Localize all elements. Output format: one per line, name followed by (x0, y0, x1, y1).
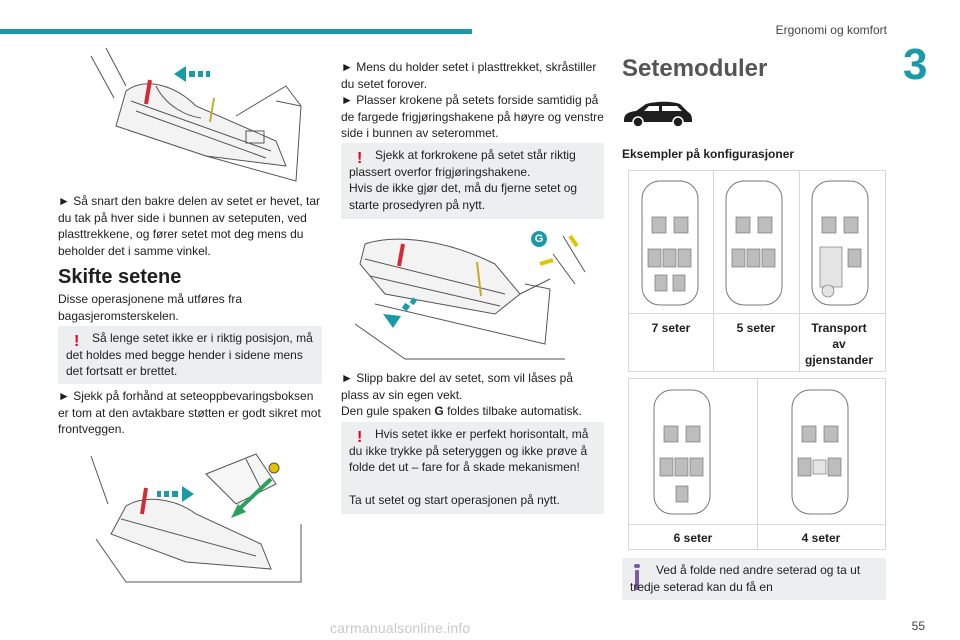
warning-box-3: ! Hvis setet ikke er perfekt horisontalt… (341, 422, 604, 514)
config-table-row2 (628, 378, 886, 550)
watermark: carmanualsonline.info (330, 620, 471, 636)
heading-skifte-setene: Skifte setene (58, 266, 182, 288)
warning-icon: ! (357, 429, 363, 446)
warning-text-1: Hvis setet ikke er perfekt horisontalt, … (349, 427, 589, 474)
config-cell (757, 379, 758, 549)
para4-pre: Den gule spaken (341, 404, 435, 418)
page-number: 55 (911, 619, 925, 633)
config-divider (629, 524, 885, 525)
warning-text: Så lenge setet ikke er i riktig posisjon… (66, 331, 313, 378)
config-label-6: 6 seter (673, 531, 713, 545)
layout-7-seats-diagram (638, 177, 702, 309)
para4-bold: G (434, 404, 444, 418)
warning-text-2: Ta ut setet og start operasjonen på nytt… (349, 493, 560, 507)
warning-icon: ! (74, 333, 80, 350)
warning-text-1: Sjekk at forkrokene på setet står riktig… (349, 148, 576, 179)
seat-install-illustration: G (345, 224, 605, 364)
configurations-heading: Eksempler på konfigurasjoner (622, 147, 795, 161)
config-divider (629, 313, 885, 314)
config-label-4: 4 seter (801, 531, 841, 545)
warning-box-2: ! Sjekk at forkrokene på setet står rikt… (341, 143, 604, 219)
info-box: Ved å folde ned andre seterad og ta ut t… (622, 558, 886, 600)
config-cell (799, 171, 800, 371)
layout-6-seats-diagram (650, 386, 714, 518)
warning-icon: ! (357, 150, 363, 167)
section-title: Ergonomi og komfort (775, 23, 887, 37)
page-title: Setemoduler (622, 55, 768, 82)
layout-transport-diagram (808, 177, 872, 309)
config-label-7: 7 seter (651, 321, 691, 335)
info-icon-dot (634, 564, 640, 568)
config-label-5: 5 seter (736, 321, 776, 335)
lever-label-text: G (534, 233, 544, 245)
layout-4-seats-diagram (788, 386, 852, 518)
col2-para2: ► Plasser krokene på setets forside samt… (341, 93, 604, 140)
warning-box-1: ! Så lenge setet ikke er i riktig posisj… (58, 326, 322, 384)
layout-5-seats-diagram (722, 177, 786, 309)
col1-para3: ► Sjekk på forhånd at seteoppbevaringsbo… (58, 389, 321, 436)
info-text: Ved å folde ned andre seterad og ta ut t… (630, 563, 861, 594)
header-accent-bar (0, 29, 472, 34)
config-table-row1 (628, 170, 886, 372)
col1-para2: Disse operasjonene må utføres fra bagasj… (58, 292, 243, 323)
col2-para1: ► Mens du holder setet i plasttrekket, s… (341, 60, 597, 91)
config-label-transport: Transport av gjenstander (804, 321, 873, 367)
config-cell (713, 171, 714, 371)
seat-storage-illustration (86, 444, 306, 584)
car-icon (622, 100, 694, 130)
lever-label-g: G (531, 231, 547, 247)
col2-para3: ► Slipp bakre del av setet, som vil låse… (341, 371, 573, 402)
para4-post: foldes tilbake automatisk. (443, 404, 582, 418)
warning-text-2: Hvis de ikke gjør det, må du fjerne sete… (349, 181, 578, 212)
info-icon (635, 570, 639, 590)
col1-para1: ► Så snart den bakre delen av setet er h… (58, 194, 321, 258)
seat-removal-illustration (86, 46, 306, 186)
col2-para4: Den gule spaken G foldes tilbake automat… (341, 403, 604, 420)
chapter-number: 3 (903, 40, 928, 89)
